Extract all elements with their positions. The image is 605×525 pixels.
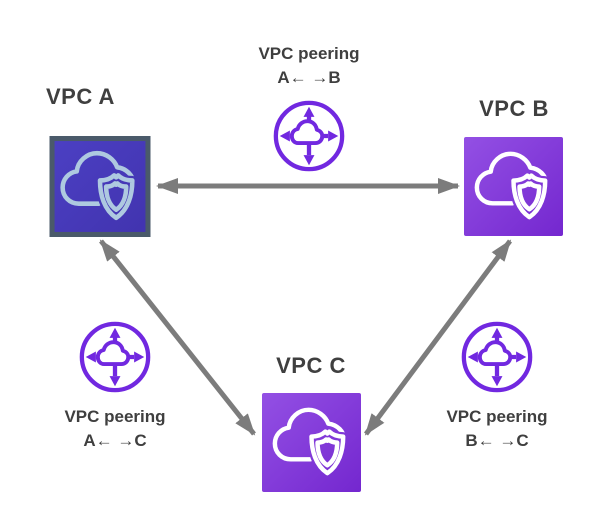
peering-bc-title: VPC peering (446, 407, 548, 426)
vpc-b-icon (464, 137, 563, 236)
vpc-peering-icon (79, 321, 151, 393)
connection-arrow-b-c (363, 239, 513, 436)
vpc-c-label: VPC C (276, 353, 346, 378)
peering-bc-group: VPC peering B← →C (419, 318, 575, 453)
vpc-a-label: VPC A (46, 84, 115, 109)
peering-ab-group: VPC peering A← →B (231, 42, 387, 175)
peering-ac-group: VPC peering A← →C (37, 318, 193, 453)
cloud-shield-icon (49, 136, 151, 237)
peering-ab-title: VPC peering (258, 44, 360, 63)
vpc-peering-icon (273, 100, 345, 172)
vpc-b-label: VPC B (479, 96, 549, 121)
peering-bc-pair-label: B← →C (465, 431, 529, 451)
peering-ab-pair-label: A← →B (277, 68, 341, 88)
peering-ac-title: VPC peering (64, 407, 166, 426)
cloud-shield-icon (464, 137, 563, 236)
vpc-c-icon (262, 392, 361, 493)
cloud-shield-icon (262, 393, 361, 492)
vpc-peering-icon (461, 321, 533, 393)
vpc-a-icon (48, 136, 152, 237)
peering-ac-pair-label: A← →C (83, 431, 147, 451)
connection-arrow-a-c (99, 239, 256, 436)
